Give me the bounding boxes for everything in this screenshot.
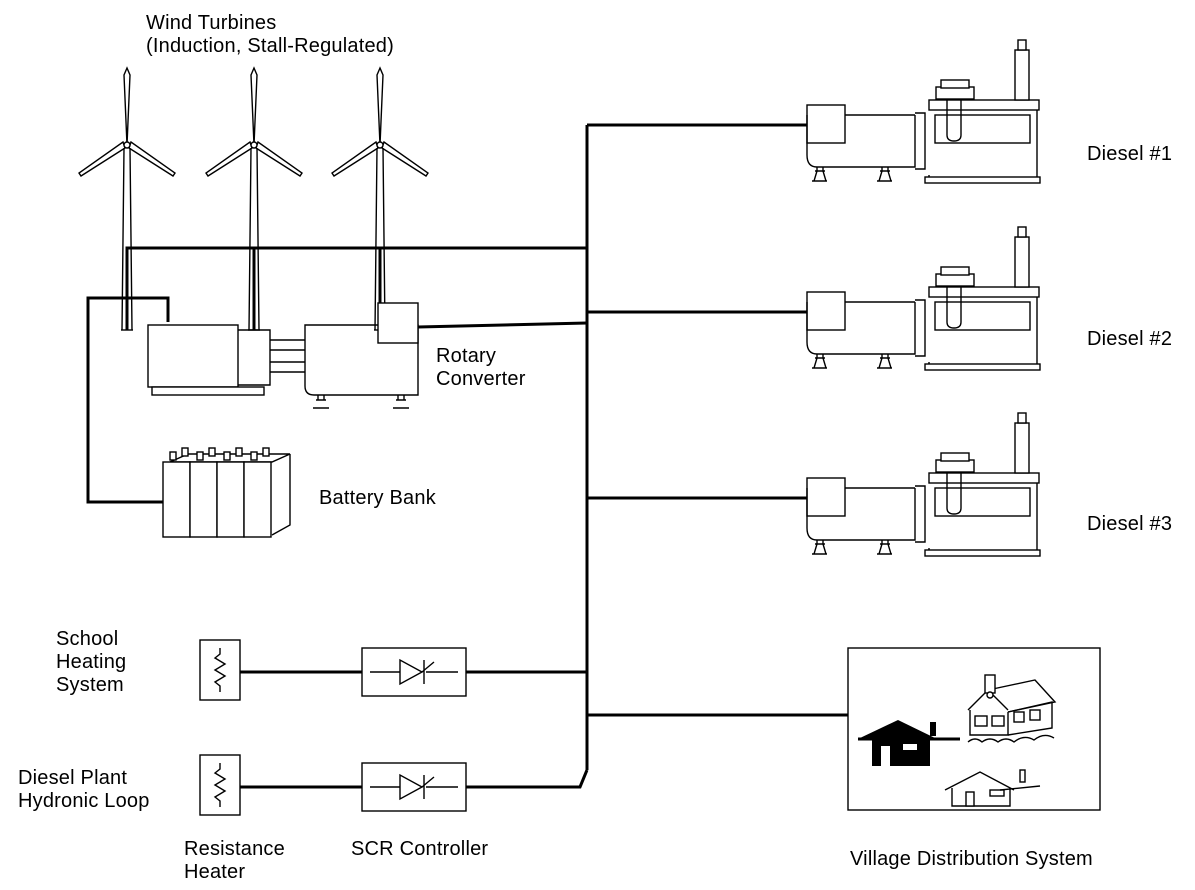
village-distribution [847, 647, 1101, 811]
diesel-generator-1 [806, 39, 1041, 184]
power-bus [86, 123, 848, 789]
diesel-2-label: Diesel #2 [1087, 328, 1173, 350]
battery-bank-label: Battery Bank [319, 487, 436, 509]
resistance-heater-label: Resistance Heater [184, 838, 285, 883]
scr-controller-label: SCR Controller [351, 838, 489, 860]
diesel-1-label: Diesel #1 [1087, 143, 1173, 165]
scr-controller-school [361, 647, 467, 697]
rotary-converter-label: Rotary Converter [436, 345, 526, 390]
diesel-plant-loop-label: Diesel Plant Hydronic Loop [18, 767, 150, 812]
village-distribution-label: Village Distribution System [850, 848, 1093, 870]
diesel-generator-2 [806, 226, 1041, 371]
scr-controller-loop [361, 762, 467, 812]
school-heating-label: School Heating System [56, 628, 127, 696]
wind-turbines-label: Wind Turbines (Induction, Stall-Regulate… [146, 12, 394, 57]
battery-bank [162, 447, 291, 538]
resistance-heater-loop [199, 754, 241, 816]
diesel-generator-3 [806, 412, 1041, 557]
diesel-3-label: Diesel #3 [1087, 513, 1173, 535]
rotary-converter [147, 302, 419, 409]
resistance-heater-school [199, 639, 241, 701]
